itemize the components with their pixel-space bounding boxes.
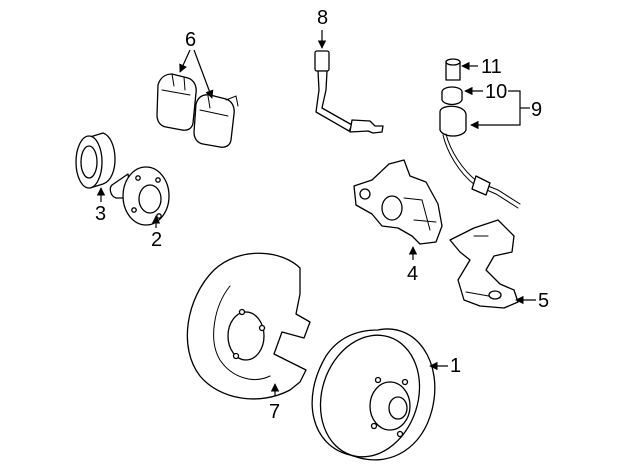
callouts: 1 2 3 4 5 6 7 8 9 10 11 [95, 7, 549, 423]
callout-11: 11 [481, 56, 502, 78]
callout-10: 10 [485, 81, 507, 103]
brake-rotor-part [311, 328, 436, 461]
callout-3: 3 [95, 203, 106, 225]
caliper-part [353, 159, 443, 245]
dust-shield-part [186, 252, 311, 400]
wheel-hub-part [109, 166, 170, 226]
callout-1: 1 [450, 355, 461, 377]
brake-pads-part [156, 73, 239, 148]
callout-8: 8 [317, 7, 328, 29]
leader-6a [179, 49, 191, 73]
caliper-bracket-part [449, 219, 519, 309]
callout-5: 5 [538, 290, 549, 312]
brake-hose-part [314, 50, 384, 134]
leader-lines [96, 30, 536, 396]
callout-2: 2 [151, 229, 162, 251]
wear-sensor-part [439, 58, 521, 209]
leader-6b [193, 49, 214, 99]
callout-4: 4 [407, 263, 418, 285]
callout-6: 6 [185, 29, 196, 51]
callout-7: 7 [269, 401, 280, 423]
callout-9: 9 [531, 99, 542, 121]
wheel-bearing-part [75, 132, 116, 189]
